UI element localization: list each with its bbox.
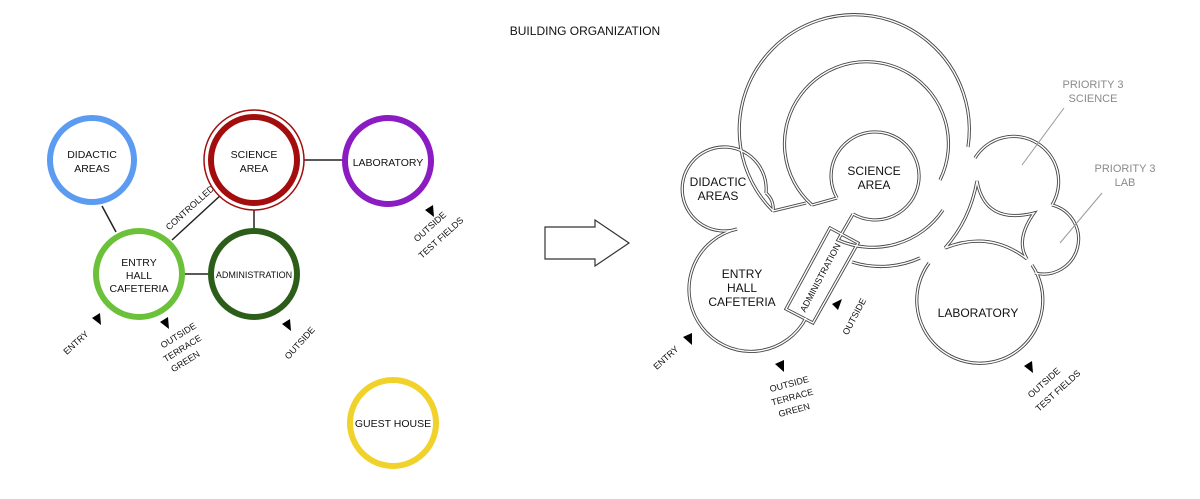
- science-outer-wall: [737, 13, 971, 213]
- node-science-area: SCIENCE AREA: [203, 109, 305, 211]
- node-didactic-areas: DIDACTIC AREAS: [47, 115, 137, 205]
- ring-cap-2-inner: [811, 197, 838, 206]
- entry-arrow-icon: [92, 313, 101, 325]
- science-label-2: AREA: [240, 163, 269, 175]
- administration-bar-inner: [785, 227, 859, 324]
- administration-label: ADMINISTRATION: [216, 270, 292, 280]
- courtyard-wall: [943, 180, 1038, 261]
- priority-science-wall: [973, 134, 1061, 206]
- priority-lab-label-1: PRIORITY 3: [1095, 163, 1156, 175]
- plan-science-label-1: SCIENCE: [847, 164, 900, 178]
- plan-terrace-arrow-icon: [775, 360, 784, 372]
- science-outer-wall-inner: [738, 14, 971, 212]
- admin-outside-arrow-icon: [282, 319, 291, 331]
- controlled-label: CONTROLLED: [164, 183, 217, 232]
- entry-circle: [93, 228, 185, 320]
- plan-laboratory-label: LABORATORY: [938, 306, 1019, 320]
- entry-label-2: HALL: [126, 270, 152, 282]
- administration-circle: [208, 228, 300, 320]
- didactic-wall-inner: [681, 146, 767, 232]
- node-guest-house: GUEST HOUSE: [347, 377, 439, 469]
- plan-entry-label: ENTRY: [651, 344, 680, 372]
- ring-cap-1-inner: [772, 202, 807, 212]
- priority-lab-leader: [1059, 192, 1103, 244]
- science-corridor-inner: [837, 209, 944, 249]
- plan-entry-label-2: HALL: [727, 281, 757, 295]
- laboratory-circle: [342, 115, 434, 207]
- diagram-title: BUILDING ORGANIZATION: [510, 24, 660, 38]
- lab-corridor-inner: [851, 257, 921, 268]
- science-middle-wall-inner: [783, 61, 950, 206]
- didactic-label-2: AREAS: [74, 163, 110, 175]
- plan-entry-label-1: ENTRY: [722, 267, 762, 281]
- priority-science-label-2: SCIENCE: [1069, 93, 1118, 105]
- guest-house-label: GUEST HOUSE: [355, 418, 431, 430]
- node-administration: ADMINISTRATION: [208, 228, 300, 320]
- entry-label-1: ENTRY: [121, 257, 156, 269]
- plan-admin-outside-arrow-icon: [832, 299, 842, 310]
- entry-label-3: CAFETERIA: [110, 283, 169, 295]
- arrow-right-icon: [544, 218, 631, 268]
- node-entry-hall-cafeteria: ENTRY HALL CAFETERIA: [93, 228, 185, 320]
- entry-wall-inner: [688, 228, 807, 353]
- science-inner-wall-inner: [830, 131, 920, 221]
- terrace-arrow-icon: [160, 317, 169, 329]
- didactic-circle: [47, 115, 137, 205]
- plan-lab-outside-arrow-icon: [1024, 361, 1033, 373]
- science-circle: [208, 114, 300, 206]
- plan-diagram: DIDACTIC AREAS SCIENCE AREA ENTRY HALL C…: [651, 13, 1156, 419]
- plan-didactic-label-1: DIDACTIC: [690, 175, 747, 189]
- priority-science-wall-inner: [974, 135, 1060, 206]
- didactic-label-1: DIDACTIC: [67, 149, 117, 161]
- entry-access-label: ENTRY: [61, 329, 90, 357]
- science-label-1: SCIENCE: [231, 149, 278, 161]
- priority-science-leader: [1021, 107, 1065, 166]
- guest-house-circle: [347, 377, 439, 469]
- courtyard-wall-inner: [944, 180, 1036, 260]
- plan-didactic-label-2: AREAS: [698, 189, 739, 203]
- priority-lab-label-2: LAB: [1115, 177, 1136, 189]
- plan-entry-arrow-icon: [683, 333, 692, 345]
- admin-outside-label: OUTSIDE: [283, 325, 317, 361]
- node-laboratory: LABORATORY: [342, 115, 434, 207]
- plan-entry-label-3: CAFETERIA: [708, 295, 775, 309]
- link-entry-science: [171, 193, 223, 241]
- laboratory-label: LABORATORY: [353, 157, 424, 169]
- plan-admin-outside-label: OUTSIDE: [841, 297, 869, 337]
- didactic-join-inner: [765, 192, 774, 212]
- lab-outside-arrow-icon: [425, 205, 434, 217]
- bubble-diagram: CONTROLLED DIDACTIC AREAS SCIENCE AREA L…: [47, 109, 465, 469]
- priority-lab-wall-inner: [1034, 204, 1080, 275]
- laboratory-wall-inner: [916, 262, 1044, 364]
- priority-lab-wall: [1034, 203, 1081, 276]
- priority-science-label-1: PRIORITY 3: [1063, 79, 1124, 91]
- plan-science-label-2: AREA: [858, 178, 891, 192]
- link-didactic-entry: [101, 205, 117, 233]
